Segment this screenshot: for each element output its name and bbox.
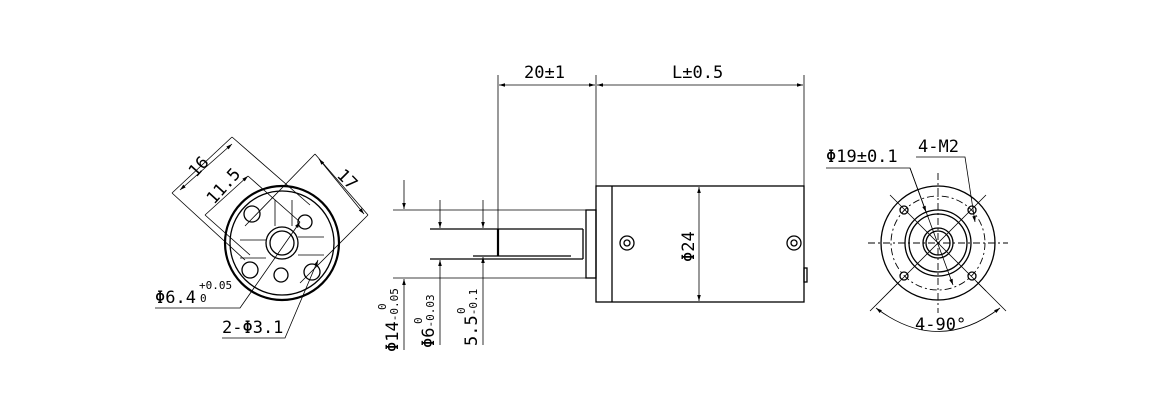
shaft-tol-upper: 0 [412, 317, 425, 324]
mount-hole [297, 214, 313, 230]
dim-body-length: L±0.5 [672, 63, 723, 83]
holes-label: 2-Φ3.1 [222, 318, 283, 338]
gearbox-flange [585, 209, 597, 279]
mount-hole [243, 205, 261, 223]
thread-holes [899, 205, 977, 281]
bore-inner [269, 230, 295, 256]
rear-view: Φ19±0.1 4-M2 4-90° [826, 137, 1008, 335]
bore-tol-upper: +0.05 [199, 279, 232, 292]
dim-flat-size: 5.5-0.1 [462, 289, 482, 346]
bore-outer [265, 226, 299, 260]
mount-hole [303, 263, 321, 281]
bore-tol-lower: 0 [200, 292, 207, 305]
dim-body-diameter: Φ24 [679, 231, 699, 262]
flange-tol-upper: 0 [376, 303, 389, 310]
mount-hole [241, 261, 259, 279]
dim-flange-diameter: Φ14-0.05 [383, 288, 403, 352]
flat-tol-upper: 0 [455, 307, 468, 314]
dim-shaft-diameter: Φ6-0.03 [419, 294, 439, 348]
mount-hole [273, 267, 289, 283]
angle-label: 4-90° [915, 315, 966, 335]
front-view: 16 11.5 17 Φ6.4 +0.05 0 2-Φ3.1 [155, 136, 369, 339]
front-inner-circle [229, 190, 335, 296]
dim-11-5: 11.5 [203, 165, 245, 209]
bore-label: Φ6.4 [155, 288, 196, 308]
side-view: 20±1 L±0.5 Φ24 Φ14-0.05 0 Φ6-0.03 0 5.5-… [376, 63, 808, 352]
motor-body [595, 185, 805, 303]
dim-17: 17 [332, 165, 361, 194]
threads-label: 4-M2 [918, 137, 959, 157]
front-outer-circle [223, 184, 341, 302]
pitch-diameter-label: Φ19±0.1 [826, 147, 898, 167]
dim-shaft-length: 20±1 [524, 63, 565, 83]
